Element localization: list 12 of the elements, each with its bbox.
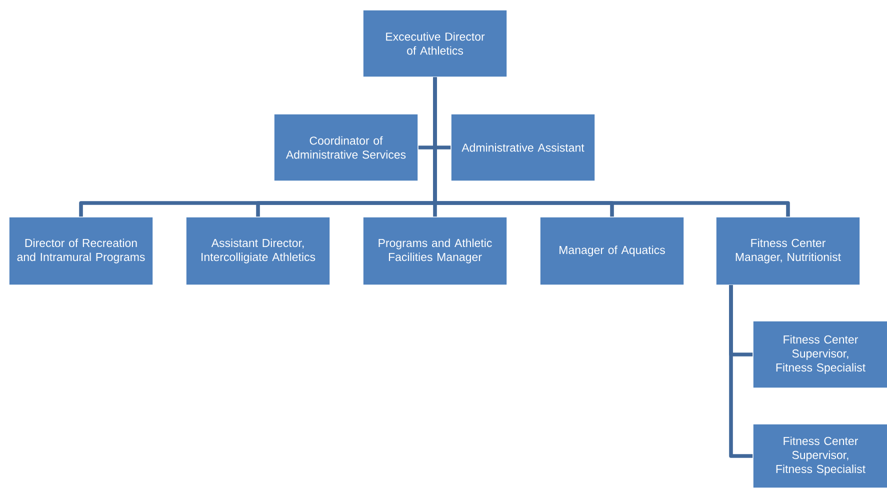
- org-box: Coordinator of Administrative Services: [274, 114, 418, 182]
- connector-line: [729, 284, 753, 458]
- org-box: Manager of Aquatics: [540, 216, 684, 286]
- org-box: Excecutive Director of Athletics: [362, 10, 508, 78]
- connector-line: [433, 77, 790, 217]
- org-box: Assistant Director, Intercolligiate Athletics: [186, 216, 330, 286]
- org-box: Fitness Center Manager, Nutritionist: [716, 216, 860, 286]
- org-box: Director of Recreation and Intramural Programs: [8, 216, 154, 286]
- org-box: Fitness Center Supervisor, Fitness Specialist: [752, 424, 887, 488]
- org-box: Administrative Assistant: [450, 114, 596, 182]
- org-box: Programs and Athletic Facilities Manager: [362, 216, 508, 286]
- org-box: Fitness Center Supervisor, Fitness Specialist: [752, 320, 887, 388]
